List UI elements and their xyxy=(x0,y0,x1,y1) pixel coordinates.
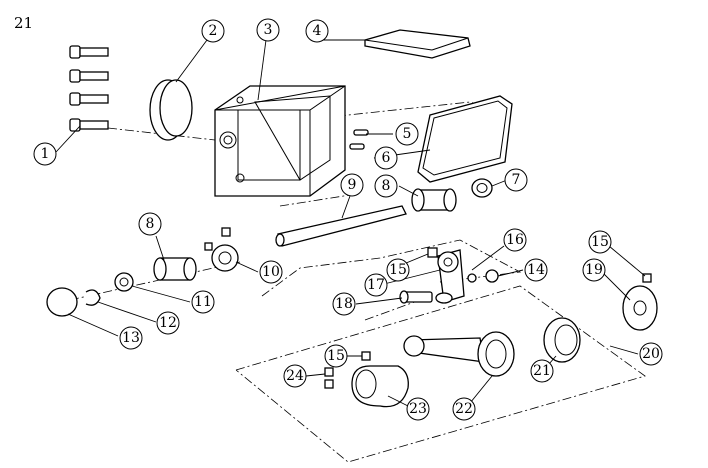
svg-text:19: 19 xyxy=(585,262,603,278)
collar xyxy=(204,227,239,272)
callout-16: 16 xyxy=(503,228,527,252)
svg-text:10: 10 xyxy=(262,264,280,280)
callout-14: 14 xyxy=(524,258,548,282)
callout-15-right: 15 xyxy=(588,230,612,254)
callout-19: 19 xyxy=(582,258,606,282)
svg-text:7: 7 xyxy=(512,172,521,188)
svg-text:20: 20 xyxy=(642,346,660,362)
gear-ring xyxy=(543,317,581,363)
svg-text:16: 16 xyxy=(506,232,524,248)
housing-block xyxy=(324,351,409,408)
nut xyxy=(471,178,493,198)
svg-text:21: 21 xyxy=(533,363,551,379)
dowel-pins xyxy=(349,129,369,150)
gasket xyxy=(417,95,513,183)
callout-8-lower: 8 xyxy=(138,212,162,236)
svg-text:8: 8 xyxy=(382,178,391,194)
svg-text:6: 6 xyxy=(382,150,391,166)
callout-20: 20 xyxy=(639,342,663,366)
cover-cap xyxy=(149,79,193,141)
svg-text:4: 4 xyxy=(313,23,322,39)
pin xyxy=(399,290,433,304)
callout-10: 10 xyxy=(259,260,283,284)
figure-number: 21 xyxy=(14,14,33,32)
connecting-arm xyxy=(403,331,515,377)
retaining-clip xyxy=(85,289,101,306)
callout-9: 9 xyxy=(340,173,364,197)
end-cap xyxy=(46,287,78,317)
svg-text:5: 5 xyxy=(403,126,412,142)
svg-text:18: 18 xyxy=(335,296,353,312)
lever-assembly xyxy=(427,247,499,304)
svg-text:2: 2 xyxy=(209,23,218,39)
callout-24: 24 xyxy=(283,364,307,388)
callout-17: 17 xyxy=(364,273,388,297)
callout-1: 1 xyxy=(33,142,57,166)
callout-22: 22 xyxy=(452,397,476,421)
shaft xyxy=(275,205,407,247)
bushing-lower xyxy=(153,257,197,281)
bushing-upper xyxy=(411,188,457,212)
callout-7: 7 xyxy=(504,168,528,192)
callout-5: 5 xyxy=(395,122,419,146)
callout-15-bottom: 15 xyxy=(324,344,348,368)
svg-text:15: 15 xyxy=(389,262,407,278)
svg-text:15: 15 xyxy=(327,348,345,364)
callout-4: 4 xyxy=(305,19,329,43)
callout-8-upper: 8 xyxy=(374,174,398,198)
top-cover-plate xyxy=(364,29,471,59)
svg-text:8: 8 xyxy=(146,216,155,232)
washer xyxy=(114,272,134,292)
hand-wheel xyxy=(622,273,658,331)
callout-11: 11 xyxy=(191,290,215,314)
svg-text:15: 15 xyxy=(591,234,609,250)
callout-13: 13 xyxy=(119,326,143,350)
gear-housing xyxy=(214,85,346,197)
callout-12: 12 xyxy=(156,311,180,335)
svg-text:9: 9 xyxy=(348,177,357,193)
bolt-set xyxy=(69,45,109,132)
svg-text:23: 23 xyxy=(409,401,427,417)
svg-text:24: 24 xyxy=(286,368,304,384)
assembly-planes xyxy=(69,101,646,463)
svg-text:13: 13 xyxy=(122,330,140,346)
callout-6: 6 xyxy=(374,146,398,170)
svg-text:12: 12 xyxy=(159,315,177,331)
svg-text:17: 17 xyxy=(367,277,385,293)
callout-23: 23 xyxy=(406,397,430,421)
svg-text:11: 11 xyxy=(194,294,212,310)
callout-3: 3 xyxy=(256,18,280,42)
svg-text:14: 14 xyxy=(527,262,545,278)
callout-18: 18 xyxy=(332,292,356,316)
callout-21: 21 xyxy=(530,359,554,383)
svg-text:3: 3 xyxy=(264,22,273,38)
callout-2: 2 xyxy=(201,19,225,43)
svg-text:1: 1 xyxy=(41,146,50,162)
svg-text:22: 22 xyxy=(455,401,473,417)
callout-15-mid: 15 xyxy=(386,258,410,282)
